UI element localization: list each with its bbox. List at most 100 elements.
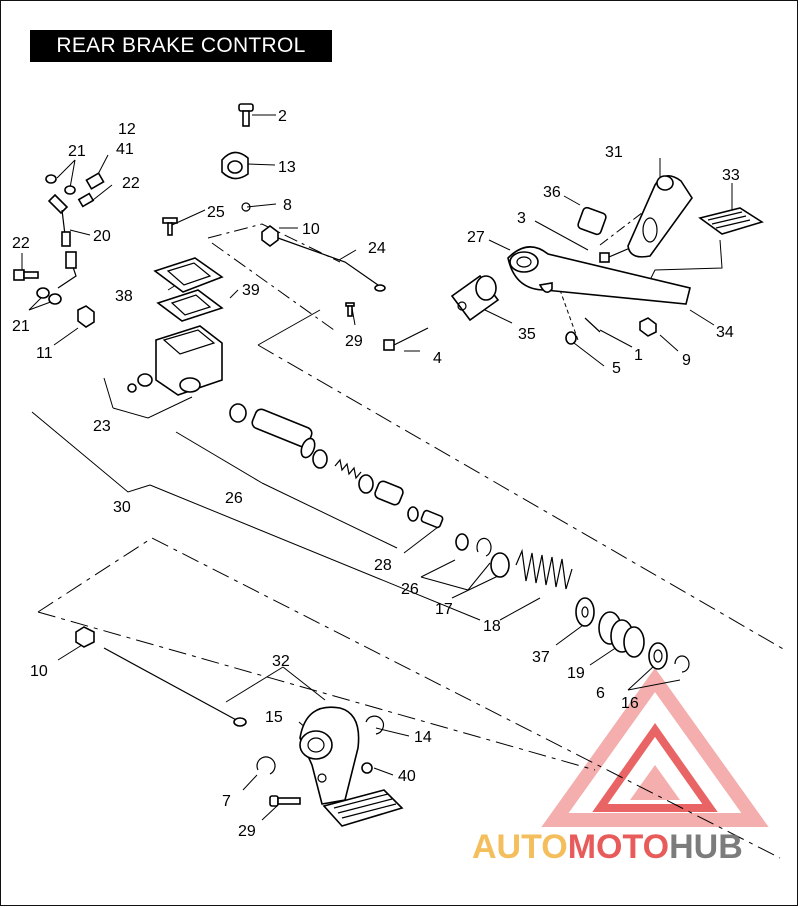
label-9: 9 [682, 352, 691, 369]
part-nut-9 [639, 317, 657, 337]
label-22-top: 22 [122, 175, 140, 192]
part-pedal-assembly-34 [507, 246, 691, 305]
part-arm-31 [627, 175, 693, 258]
label-39: 39 [242, 282, 260, 299]
label-34: 34 [716, 324, 734, 341]
label-10-low: 10 [30, 663, 48, 680]
watermark-text: AUTOMOTOHUB [472, 828, 743, 866]
part-bolt-2 [238, 103, 254, 127]
label-7: 7 [222, 793, 231, 810]
label-21-low: 21 [12, 318, 30, 335]
part-pushrod-24 [277, 237, 386, 292]
part-washers-21-low [36, 287, 62, 305]
label-36: 36 [543, 184, 561, 201]
label-23: 23 [93, 418, 111, 435]
part-footpad [322, 789, 404, 827]
part-boot-19 [598, 611, 645, 658]
part-brake-line-20 [45, 174, 77, 289]
reference-labels: 2 13 8 10 25 12 41 21 22 20 22 21 11 24 … [12, 108, 740, 840]
label-30: 30 [113, 499, 131, 516]
label-29-low: 29 [238, 823, 256, 840]
label-28: 28 [374, 557, 392, 574]
label-32: 32 [272, 653, 290, 670]
label-22-left: 22 [12, 235, 30, 252]
part-clip-14 [365, 715, 384, 735]
watermark-moto: MOTO [568, 828, 669, 866]
label-33: 33 [722, 167, 740, 184]
part-clip-13 [221, 151, 249, 180]
label-20: 20 [93, 228, 111, 245]
part-bolt-22-top [77, 192, 95, 208]
label-17: 17 [435, 601, 453, 618]
part-pedal-lever-32 [299, 706, 360, 805]
part-nut-10-low [75, 626, 95, 648]
label-31: 31 [605, 144, 623, 161]
part-fitting-41 [85, 172, 105, 190]
part-nut-11 [77, 305, 95, 328]
part-washer-6 [648, 642, 668, 670]
part-clevis-35 [450, 274, 500, 322]
watermark-hub: HUB [669, 828, 743, 866]
part-gasket-39 [156, 289, 224, 322]
part-washer-5 [565, 331, 577, 345]
label-4: 4 [433, 350, 442, 367]
label-27: 27 [467, 229, 485, 246]
part-bolt-4 [383, 327, 429, 351]
label-5: 5 [612, 360, 621, 377]
part-piston-26 [251, 408, 316, 459]
part-retainer-17 [476, 537, 510, 578]
part-screw-25 [162, 217, 178, 236]
label-26-low: 26 [401, 581, 419, 598]
label-38: 38 [115, 288, 133, 305]
label-35: 35 [518, 326, 536, 343]
part-clip-16 [674, 655, 690, 673]
part-cover-38 [153, 257, 224, 293]
label-1: 1 [634, 347, 643, 364]
part-bolt-3 [599, 247, 631, 263]
part-pin-1 [584, 317, 601, 333]
part-shaft-32 [103, 647, 247, 727]
watermark-logo [541, 667, 769, 827]
part-pad-33 [698, 207, 764, 235]
label-21-top: 21 [68, 143, 86, 160]
label-37: 37 [532, 649, 550, 666]
part-washer-8 [241, 202, 251, 212]
label-14: 14 [414, 729, 432, 746]
watermark-auto: AUTO [472, 828, 568, 866]
part-fitting-40 [361, 762, 373, 774]
diagram-title: REAR BRAKE CONTROL [30, 30, 332, 62]
part-pushrod-end-28 [420, 509, 444, 529]
label-19: 19 [567, 665, 585, 682]
label-41: 41 [116, 141, 134, 158]
label-6: 6 [596, 685, 605, 702]
label-26-mid: 26 [225, 490, 243, 507]
part-oring-mid [312, 449, 328, 469]
part-pin-29-top [345, 302, 355, 317]
part-pin-29-low [269, 795, 301, 807]
label-11: 11 [36, 345, 53, 362]
part-nut-10-top [261, 225, 279, 247]
label-15: 15 [265, 709, 283, 726]
label-40: 40 [398, 768, 416, 785]
part-bushing-36 [577, 206, 607, 236]
part-clip-7 [256, 756, 276, 775]
label-10-top: 10 [302, 221, 320, 238]
label-3: 3 [517, 210, 526, 227]
label-2: 2 [278, 108, 287, 125]
part-piston-26b [374, 480, 404, 506]
part-cup [358, 474, 374, 494]
label-24: 24 [368, 240, 386, 257]
label-29-top: 29 [345, 333, 363, 350]
part-fitting-23 [127, 373, 153, 393]
part-master-cylinder [155, 325, 223, 396]
label-13: 13 [278, 159, 296, 176]
label-25: 25 [207, 204, 225, 221]
part-spring-small [334, 458, 362, 480]
part-washer-37 [575, 597, 595, 627]
label-16: 16 [621, 695, 639, 712]
label-8: 8 [283, 197, 292, 214]
part-oring-small [229, 403, 247, 423]
